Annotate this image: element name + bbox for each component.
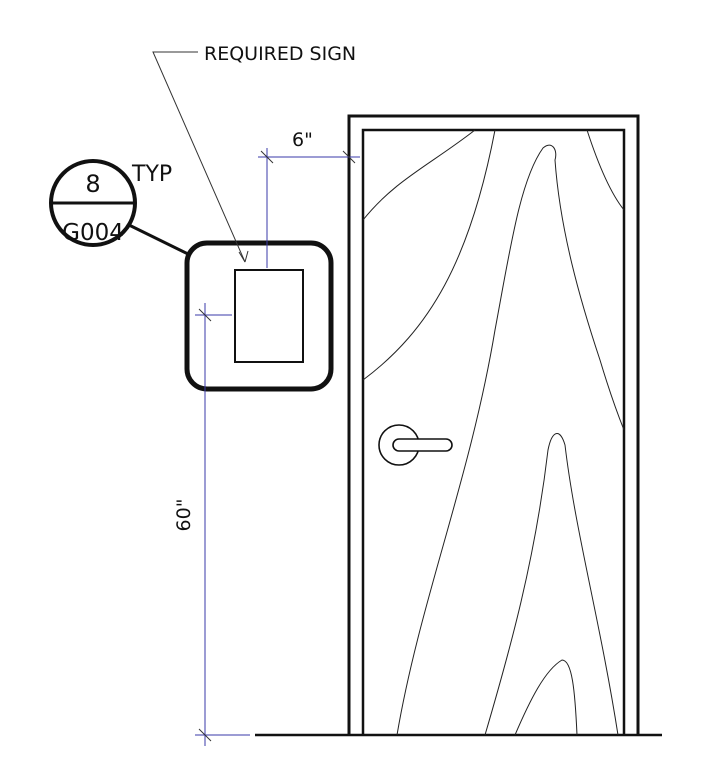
detail-sheet: G004 xyxy=(62,220,124,246)
required-sign xyxy=(234,269,304,363)
sign-leader-line xyxy=(152,51,246,263)
door-frame-inner xyxy=(361,128,626,735)
dimension-6-label: 6" xyxy=(292,129,313,151)
dimension-horizontal xyxy=(258,148,360,268)
dimension-vertical xyxy=(195,303,250,746)
handle-lever xyxy=(392,438,453,452)
detail-number: 8 xyxy=(85,170,100,198)
detail-tag: 8 G004 TYP xyxy=(49,159,189,256)
door xyxy=(347,114,640,735)
door-handle xyxy=(378,424,453,466)
sign-leader-arrow xyxy=(238,250,249,263)
door-frame-outer xyxy=(347,114,640,735)
required-sign-label: REQUIRED SIGN xyxy=(204,43,356,65)
detail-typ-label: TYP xyxy=(131,162,172,187)
dimension-60-label: 60" xyxy=(173,499,195,532)
door-wood-grain xyxy=(362,129,625,736)
detail-tag-leader xyxy=(128,223,189,256)
sign-highlight-boundary xyxy=(184,240,334,392)
